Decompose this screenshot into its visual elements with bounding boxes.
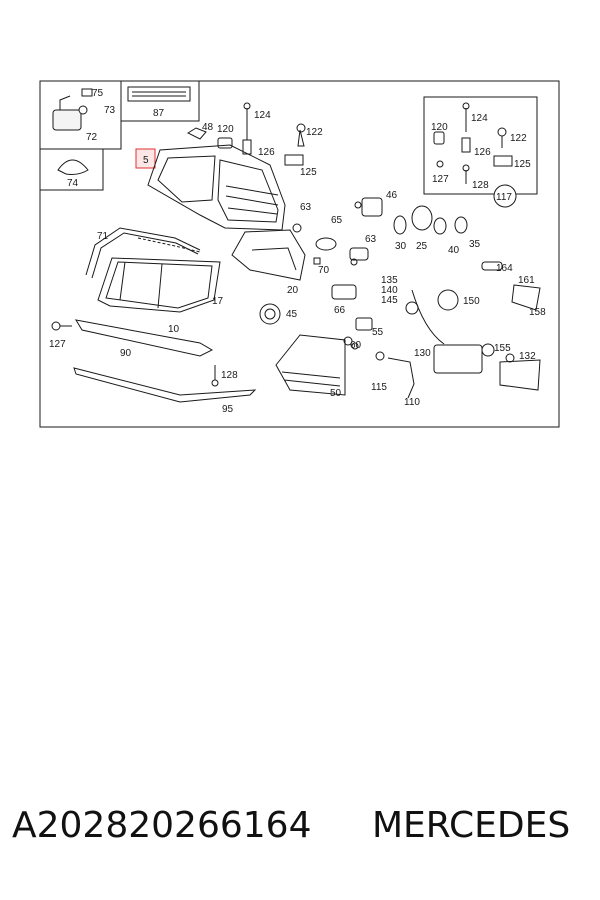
- callout-150: 150: [463, 296, 480, 307]
- callout-5: 5: [143, 155, 149, 166]
- inset-callout-128: 128: [472, 180, 489, 191]
- callout-87: 87: [153, 108, 165, 119]
- inset-box-74: 74: [39, 148, 104, 191]
- callout-35: 35: [469, 239, 481, 250]
- callout-122: 122: [306, 127, 323, 138]
- part-number: A202820266164: [12, 805, 312, 846]
- inset-callout-120: 120: [431, 122, 448, 133]
- callout-90: 90: [120, 348, 132, 359]
- callout-45: 45: [286, 309, 298, 320]
- callout-63-right: 63: [365, 234, 377, 245]
- inset-callout-125: 125: [514, 159, 531, 170]
- callout-71: 71: [97, 231, 109, 242]
- callout-5-highlight: [135, 148, 156, 169]
- callout-55: 55: [372, 327, 384, 338]
- small-parts-top: [186, 102, 306, 166]
- callout-155: 155: [494, 343, 511, 354]
- brand-name: MERCEDES: [372, 805, 571, 846]
- inset-box-117: 120 124 122 126 125 127 128 117: [423, 96, 538, 208]
- callout-63-left: 63: [300, 202, 312, 213]
- callout-135: 135: [381, 275, 398, 286]
- callout-161: 161: [518, 275, 535, 286]
- callout-128: 128: [221, 370, 238, 381]
- callout-20: 20: [287, 285, 299, 296]
- inset-box-72: 75 73 72: [39, 80, 122, 150]
- callout-130: 130: [414, 348, 431, 359]
- trim-strips: [51, 319, 257, 403]
- caption: A202820266164 MERCEDES: [0, 805, 600, 865]
- callout-70: 70: [318, 265, 330, 276]
- callout-17: 17: [212, 296, 224, 307]
- callout-115: 115: [371, 382, 387, 393]
- callout-74: 74: [67, 178, 79, 189]
- headlamp-housing: [147, 144, 286, 231]
- inset-callout-122: 122: [510, 133, 527, 144]
- reflector-and-lens: [231, 223, 357, 396]
- callout-50: 50: [330, 388, 342, 399]
- bezel-parts: [85, 227, 221, 313]
- callout-158: 158: [529, 307, 546, 318]
- callout-25: 25: [416, 241, 428, 252]
- callout-124: 124: [254, 110, 271, 121]
- callout-60: 60: [350, 340, 362, 351]
- callout-145: 145: [381, 295, 398, 306]
- inset-box-87: 87: [120, 80, 200, 122]
- callout-125: 125: [300, 167, 317, 178]
- callout-40: 40: [448, 245, 460, 256]
- callout-95: 95: [222, 404, 234, 415]
- callout-110: 110: [404, 397, 420, 408]
- callout-66: 66: [334, 305, 346, 316]
- bulbs-center: [349, 197, 445, 399]
- callout-120: 120: [217, 124, 234, 135]
- callout-46: 46: [386, 190, 398, 201]
- callout-127: 127: [49, 339, 66, 350]
- callout-140: 140: [381, 285, 398, 296]
- callout-132: 132: [519, 351, 536, 362]
- callout-48: 48: [202, 122, 214, 133]
- inset-callout-126: 126: [474, 147, 491, 158]
- callout-73: 73: [104, 105, 116, 116]
- callout-75: 75: [92, 88, 104, 99]
- parts-diagram: 75 73 72 74 87 5 48 120 124 122: [39, 80, 560, 428]
- callout-126: 126: [258, 147, 275, 158]
- inset-callout-117: 117: [496, 192, 512, 203]
- inset-callout-124: 124: [471, 113, 488, 124]
- callout-164: 164: [496, 263, 513, 274]
- callout-30: 30: [395, 241, 407, 252]
- diagram-frame: [39, 80, 560, 428]
- callout-65: 65: [331, 215, 343, 226]
- callout-72: 72: [86, 132, 98, 143]
- callout-10: 10: [168, 324, 180, 335]
- caps-and-rings: [393, 205, 541, 391]
- inset-callout-127: 127: [432, 174, 449, 185]
